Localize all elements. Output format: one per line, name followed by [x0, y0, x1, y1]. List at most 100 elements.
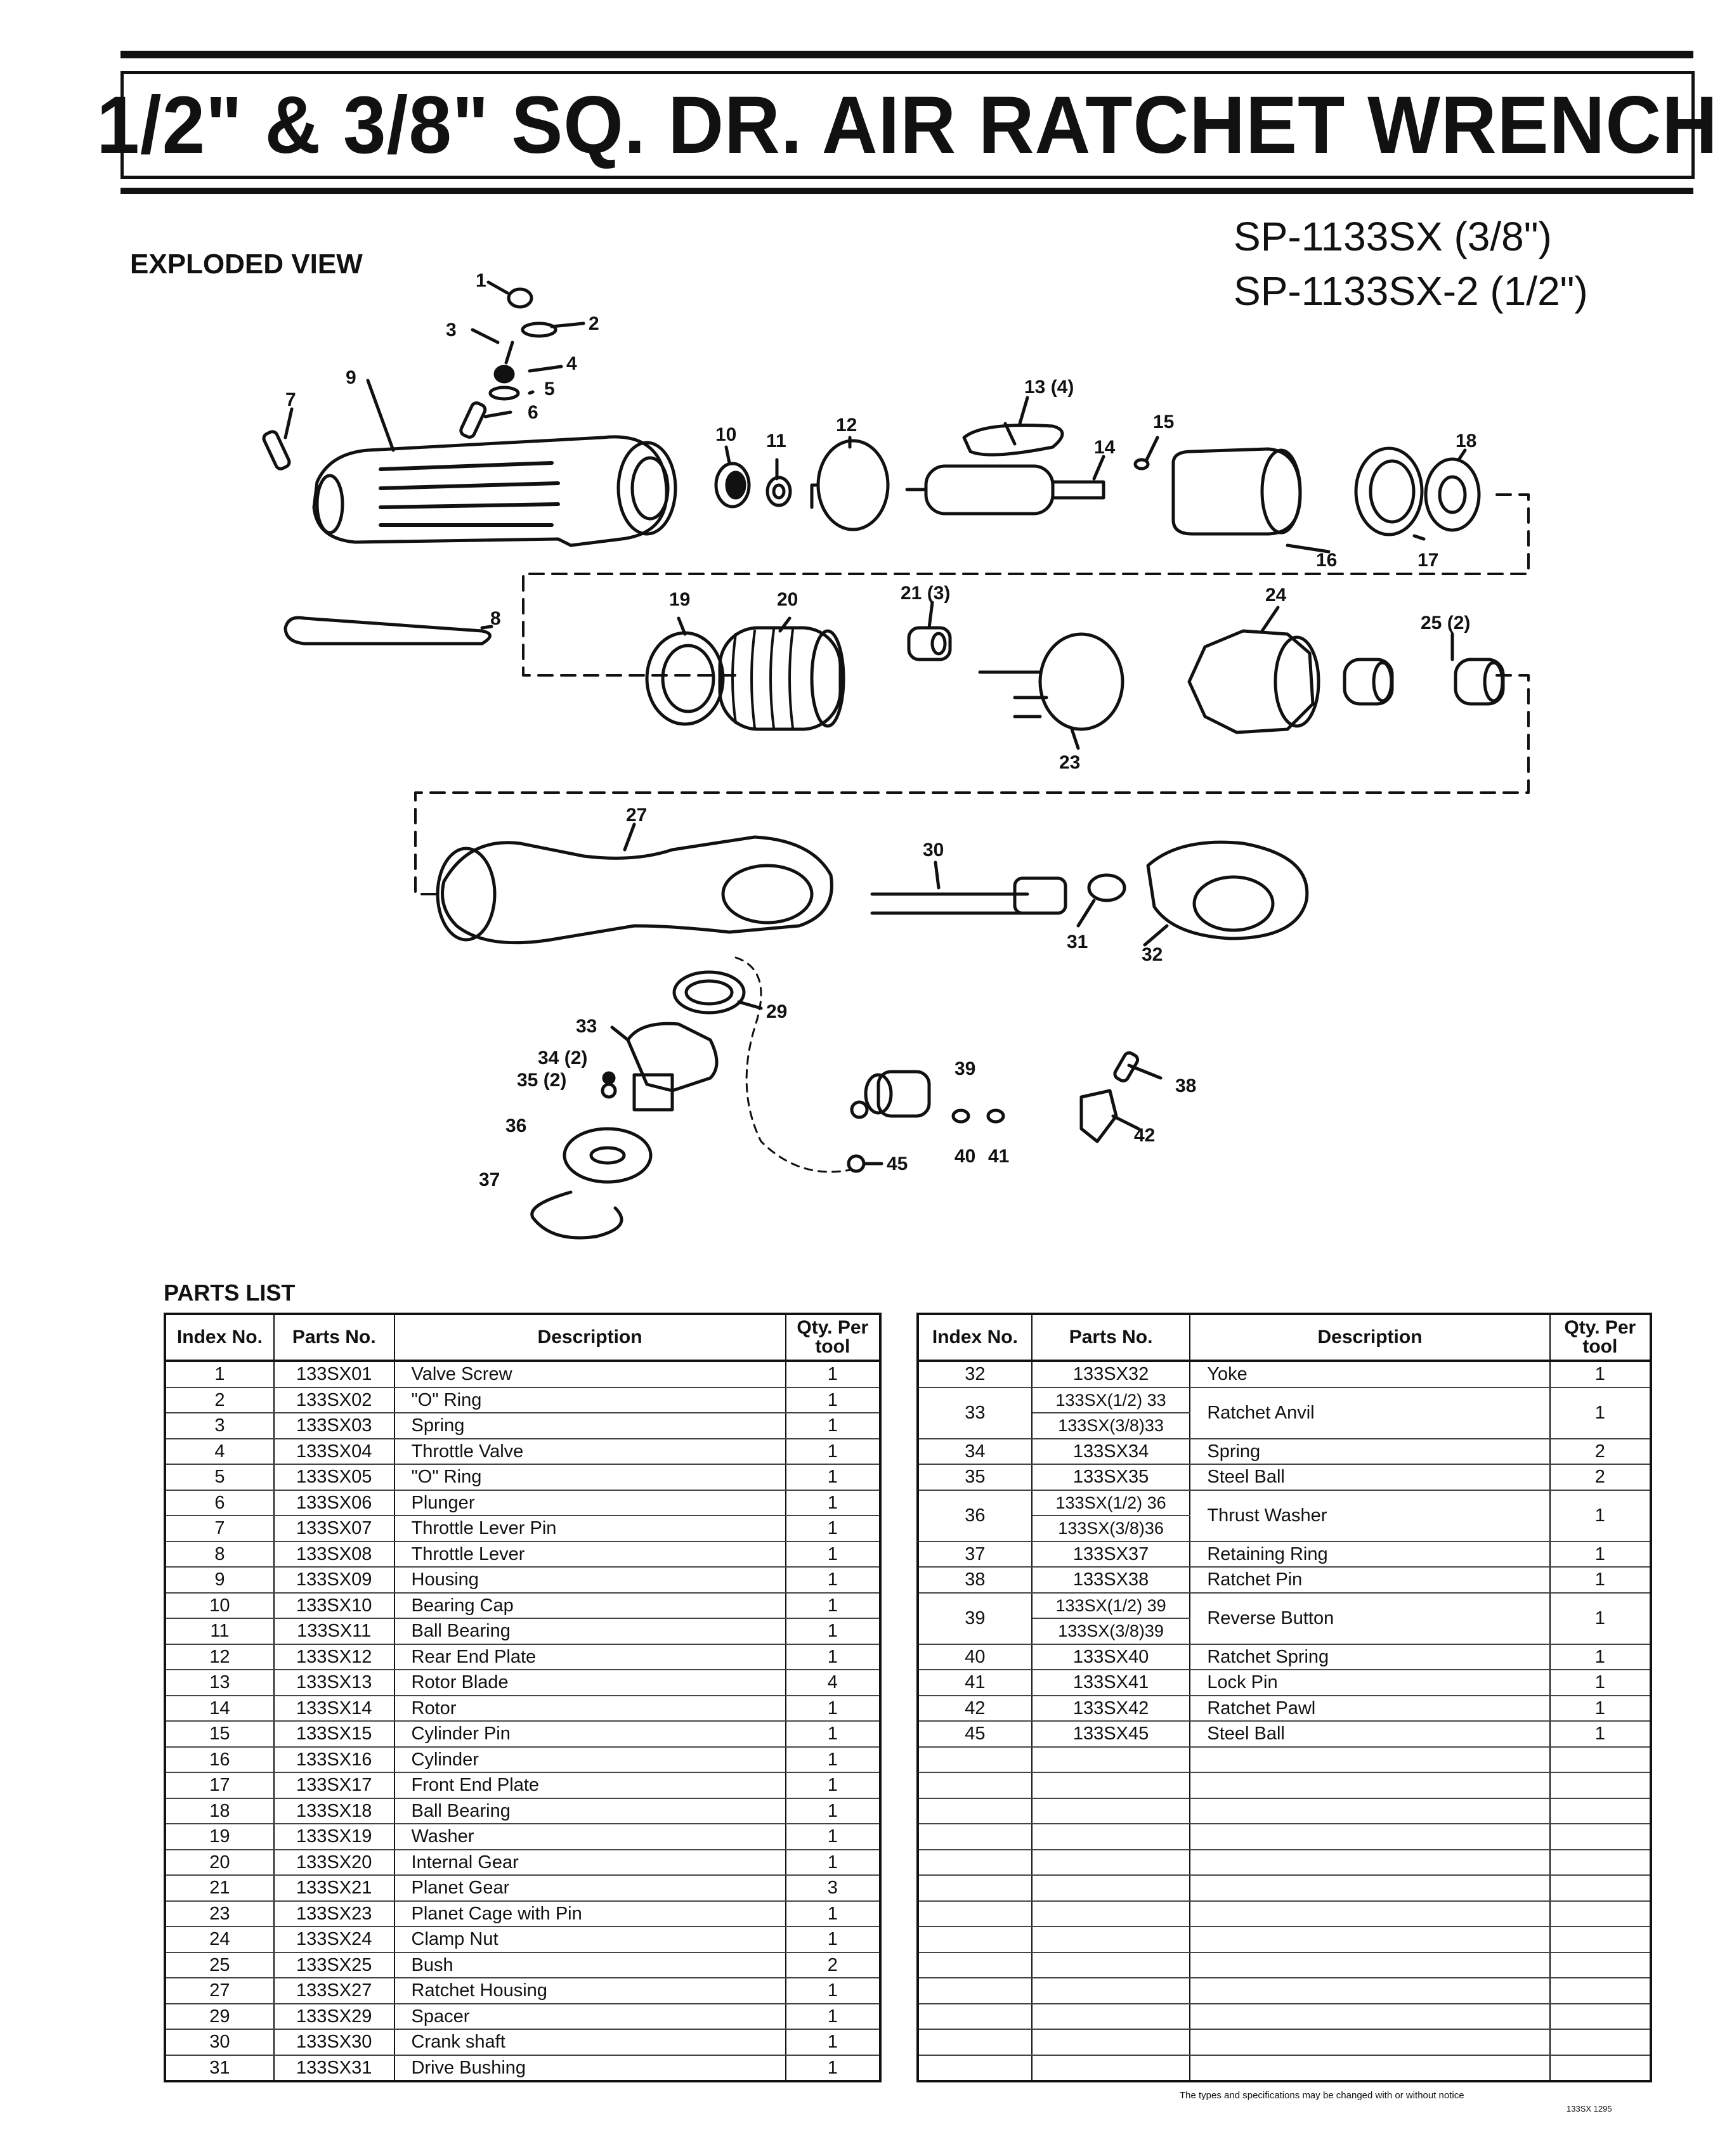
- index-cell: 13: [165, 1670, 275, 1696]
- empty-cell: [1549, 1849, 1652, 1876]
- empty-cell: [1031, 1952, 1191, 1978]
- description-cell: Yoke: [1190, 1361, 1551, 1388]
- qty-cell: 1: [785, 1721, 882, 1748]
- empty-cell: [1190, 1824, 1551, 1850]
- callout-35: 35 (2): [517, 1070, 566, 1091]
- qty-cell: 1: [785, 1746, 882, 1773]
- part-number-cell: 133SX24: [273, 1926, 395, 1953]
- index-cell: 33: [918, 1387, 1033, 1439]
- empty-cell: [1549, 1746, 1652, 1773]
- callout-5: 5: [544, 379, 555, 399]
- empty-row: [918, 2003, 1652, 2030]
- description-cell: Ratchet Pin: [1190, 1567, 1551, 1594]
- empty-cell: [918, 2055, 1033, 2082]
- callout-3: 3: [446, 320, 457, 341]
- index-cell: 19: [165, 1824, 275, 1850]
- index-cell: 34: [918, 1438, 1033, 1465]
- qty-cell: 1: [785, 1541, 882, 1568]
- empty-row: [918, 1798, 1652, 1824]
- col-parts-no: Parts No.: [273, 1314, 395, 1362]
- qty-cell: 1: [1549, 1567, 1652, 1594]
- description-cell: Reverse Button: [1190, 1592, 1551, 1645]
- col-index-no: Index No.: [918, 1314, 1033, 1362]
- empty-cell: [918, 1978, 1033, 2004]
- index-cell: 20: [165, 1849, 275, 1876]
- empty-cell: [1549, 2003, 1652, 2030]
- part-number-cell: 133SX18: [273, 1798, 395, 1824]
- empty-row: [918, 1900, 1652, 1927]
- empty-cell: [1190, 1952, 1551, 1978]
- callout-20: 20: [777, 589, 798, 610]
- index-cell: 7: [165, 1516, 275, 1542]
- empty-row: [918, 1926, 1652, 1953]
- callout-36: 36: [505, 1115, 526, 1136]
- empty-cell: [1190, 2029, 1551, 2056]
- description-cell: Ratchet Pawl: [1190, 1695, 1551, 1722]
- callout-29: 29: [766, 1001, 787, 1022]
- qty-cell: 1: [785, 1798, 882, 1824]
- part-number-cell: 133SX16: [273, 1746, 395, 1773]
- callout-16: 16: [1316, 550, 1337, 571]
- table-header-row: Index No. Parts No. Description Qty. Per…: [165, 1314, 882, 1362]
- empty-cell: [918, 1900, 1033, 1927]
- qty-cell: 1: [1549, 1541, 1652, 1568]
- empty-cell: [1190, 1900, 1551, 1927]
- part-number-cell: 133SX23: [273, 1900, 395, 1927]
- qty-cell: 1: [1549, 1387, 1652, 1439]
- callout-45: 45: [887, 1153, 908, 1174]
- part-number-cell: 133SX38: [1031, 1567, 1191, 1594]
- parts-table-right: Index No. Parts No. Description Qty. Per…: [916, 1313, 1652, 2082]
- part-number-cell: 133SX03: [273, 1413, 395, 1439]
- qty-cell: 1: [785, 1926, 882, 1953]
- qty-cell: 1: [785, 2003, 882, 2030]
- empty-cell: [918, 1824, 1033, 1850]
- index-cell: 18: [165, 1798, 275, 1824]
- empty-cell: [1190, 2055, 1551, 2082]
- empty-cell: [1031, 1772, 1191, 1799]
- empty-cell: [918, 1875, 1033, 1902]
- index-cell: 4: [165, 1438, 275, 1465]
- empty-row: [918, 1849, 1652, 1876]
- part-number-cell: 133SX(1/2) 36: [1031, 1490, 1191, 1516]
- part-number-cell: 133SX45: [1031, 1721, 1191, 1748]
- description-cell: Clamp Nut: [394, 1926, 786, 1953]
- part-number-cell: 133SX06: [273, 1490, 395, 1516]
- index-cell: 35: [918, 1464, 1033, 1491]
- qty-cell: 3: [785, 1875, 882, 1902]
- empty-cell: [918, 1798, 1033, 1824]
- empty-cell: [1190, 1849, 1551, 1876]
- description-cell: Valve Screw: [394, 1361, 786, 1388]
- callout-13: 13 (4): [1024, 377, 1074, 398]
- table-row: 133SX(3/8)33: [918, 1413, 1651, 1439]
- qty-cell: 1: [785, 1978, 882, 2004]
- qty-cell: 1: [785, 1438, 882, 1465]
- index-cell: 16: [165, 1746, 275, 1773]
- part-number-cell: 133SX14: [273, 1695, 395, 1722]
- part-number-cell: 133SX20: [273, 1849, 395, 1876]
- description-cell: Front End Plate: [394, 1772, 786, 1799]
- col-index-no: Index No.: [165, 1314, 275, 1362]
- qty-cell: 1: [785, 1413, 882, 1439]
- index-cell: 45: [918, 1721, 1033, 1748]
- description-cell: Ball Bearing: [394, 1798, 786, 1824]
- description-cell: Ball Bearing: [394, 1618, 786, 1645]
- col-description: Description: [1190, 1314, 1551, 1362]
- callout-19: 19: [669, 589, 690, 610]
- empty-cell: [1190, 1875, 1551, 1902]
- exploded-view-label: EXPLODED VIEW: [130, 249, 363, 280]
- callout-24: 24: [1265, 585, 1287, 606]
- empty-cell: [1031, 2003, 1191, 2030]
- qty-cell: 2: [1549, 1464, 1652, 1491]
